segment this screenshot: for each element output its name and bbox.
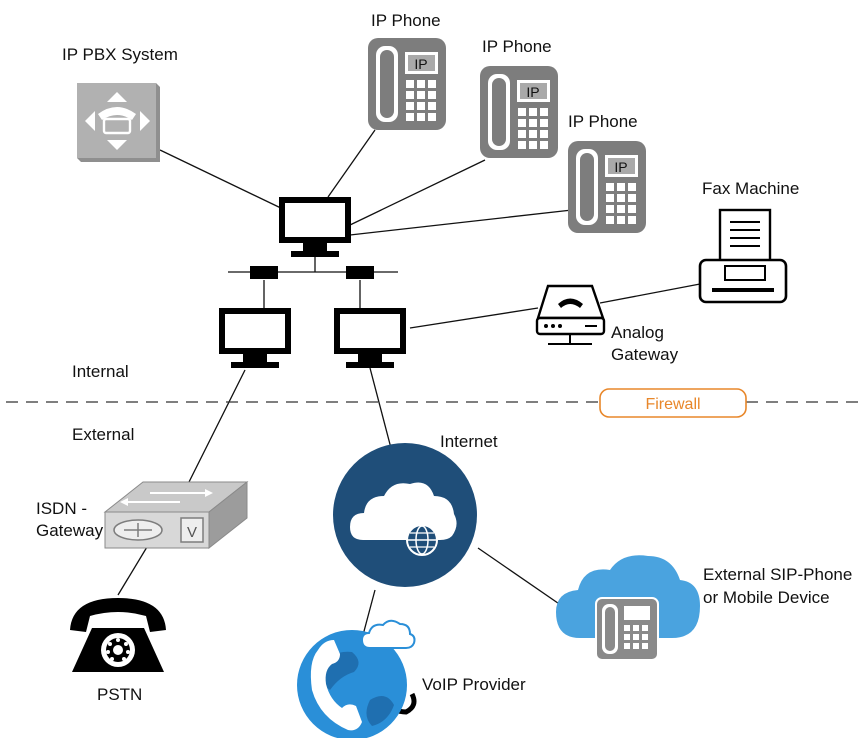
external-zone-label: External <box>72 425 134 444</box>
ip-phone-icon: IP <box>568 141 646 233</box>
isdn-gateway-label-2: Gateway <box>36 521 104 540</box>
link-switch-right-gateway <box>409 307 539 329</box>
analog-gateway-label-2: Gateway <box>611 345 679 364</box>
isdn-gateway-label-1: ISDN - <box>36 499 87 518</box>
ip-phone-icon: IP <box>368 38 446 130</box>
analog-gateway-icon <box>535 284 606 345</box>
switch-monitor-icon <box>219 308 291 368</box>
link-right-internet <box>369 367 393 453</box>
voip-provider-icon <box>297 619 417 738</box>
fax-machine-label: Fax Machine <box>702 179 799 198</box>
link-phone1-switch <box>327 129 376 198</box>
sip-label-2: or Mobile Device <box>703 588 830 607</box>
link-phone3-switch <box>349 209 573 236</box>
sip-cloud-icon <box>556 555 700 661</box>
firewall-box <box>599 388 747 418</box>
ip-pbx-icon <box>77 83 160 162</box>
link-isdn-pstn <box>117 541 151 596</box>
pstn-telephone-icon <box>70 598 166 672</box>
ip-phone-2-label: IP Phone <box>482 37 552 56</box>
internet-label: Internet <box>440 432 498 451</box>
fax-machine-icon <box>698 208 788 304</box>
lan-bus <box>228 257 398 279</box>
isdn-badge: V <box>187 524 197 541</box>
switch-monitor-icon <box>334 308 406 368</box>
internal-zone-label: Internal <box>72 362 129 381</box>
ip-phone-icon: IP <box>480 66 558 158</box>
link-left-isdn <box>184 369 246 491</box>
sip-label-1: External SIP-Phone <box>703 565 852 584</box>
isdn-gateway-icon: V <box>103 480 249 550</box>
switch-monitor-icon <box>279 197 351 257</box>
sip-phone-icon <box>595 597 659 661</box>
link-phone2-switch <box>349 159 486 226</box>
pstn-label: PSTN <box>97 685 142 704</box>
firewall-label: Firewall <box>645 396 700 413</box>
phone-badge: IP <box>526 84 539 100</box>
voip-provider-label: VoIP Provider <box>422 675 526 694</box>
link-pbx-switch <box>159 149 286 211</box>
ip-phone-3-label: IP Phone <box>568 112 638 131</box>
link-gateway-fax <box>599 283 701 304</box>
phone-badge: IP <box>614 159 627 175</box>
link-internet-sip <box>477 547 569 611</box>
ip-phone-1-label: IP Phone <box>371 11 441 30</box>
analog-gateway-label-1: Analog <box>611 323 664 342</box>
internet-cloud-icon <box>333 443 477 587</box>
ip-pbx-label: IP PBX System <box>62 45 178 64</box>
phone-badge: IP <box>414 56 427 72</box>
